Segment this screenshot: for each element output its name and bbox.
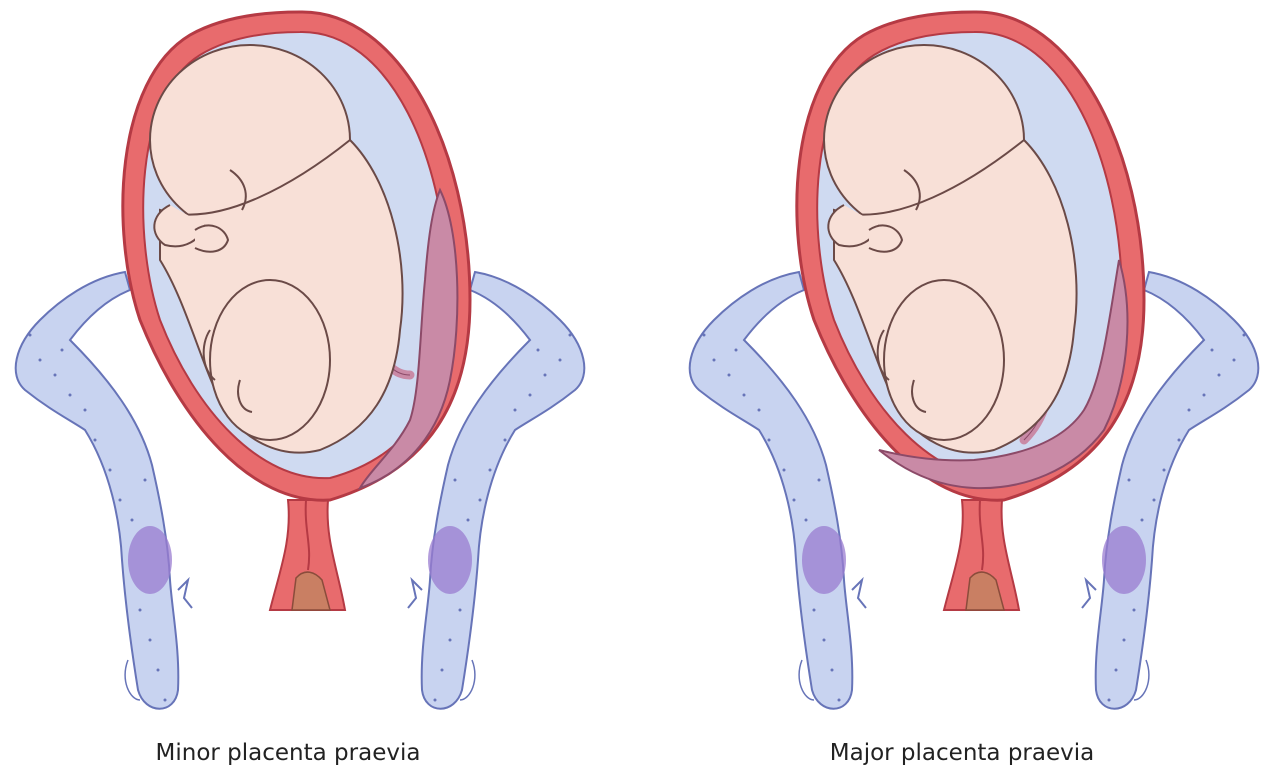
caption-major: Major placenta praevia bbox=[830, 740, 1094, 766]
minor-panel: Minor placenta praevia bbox=[16, 12, 585, 766]
major-panel: Major placenta praevia bbox=[690, 12, 1259, 766]
caption-minor: Minor placenta praevia bbox=[156, 740, 421, 766]
